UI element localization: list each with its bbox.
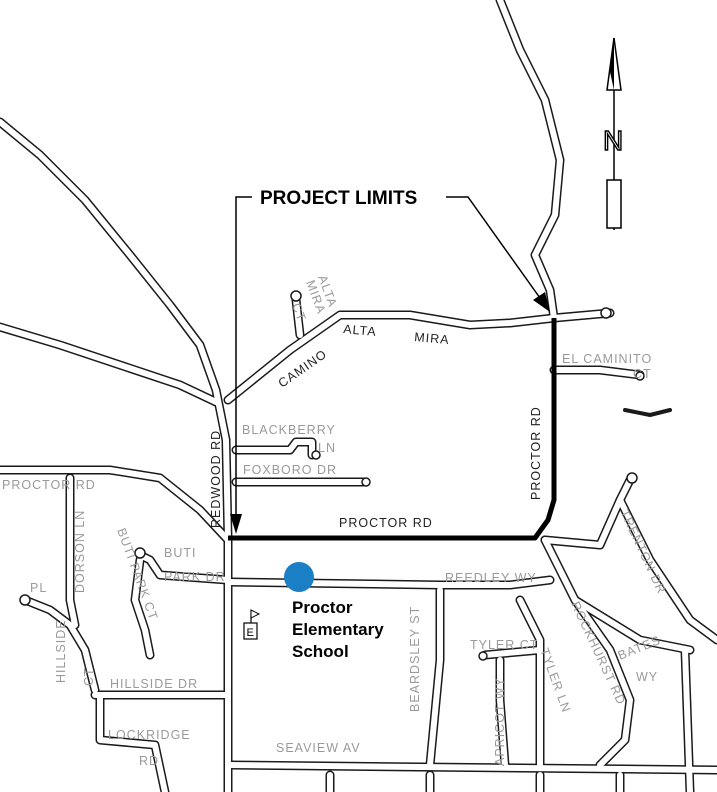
street-label-buti: BUTI	[164, 546, 196, 560]
street-label-seaview-av: SEAVIEW AV	[276, 741, 361, 755]
street-label-reedley-wy: REEDLEY WY	[445, 571, 537, 585]
left-limit-arrow-icon	[230, 514, 242, 534]
street-label-el-caminito-ct: CT	[633, 367, 652, 381]
street-label-dorson-ln: DORSON LN	[73, 510, 87, 593]
street-label-hillside-dr: HILLSIDE DR	[110, 677, 198, 691]
school-dot-icon	[284, 562, 314, 592]
street-label-el-caminito: EL CAMINITO	[562, 352, 652, 366]
street-label-proctor-rd-bottom: PROCTOR RD	[339, 516, 433, 530]
street-label-proctor-rd-left: PROCTOR RD	[2, 478, 96, 492]
school-name-line3: School	[292, 642, 349, 661]
right-limit-arrow-icon	[533, 292, 550, 312]
school-symbol-icon: E	[243, 609, 261, 640]
street-label-tyler-ct: TYLER CT	[470, 638, 538, 652]
project-limits-title: PROJECT LIMITS	[260, 188, 417, 209]
street-label-mira: MIRA	[414, 330, 450, 347]
north-arrow-icon: N	[602, 37, 624, 230]
street-label-blackberry-ln: LN	[318, 441, 336, 455]
street-label-park-dr: PARK DR	[164, 570, 226, 584]
school-name-line2: Elementary	[292, 620, 384, 639]
street-label-alta: ALTA	[343, 322, 378, 339]
street-label-foxboro-dr: FOXBORO DR	[243, 463, 337, 477]
street-label-blackberry: BLACKBERRY	[242, 423, 336, 437]
project-limits-callout: PROJECT LIMITS	[230, 188, 550, 534]
street-label-proctor-rd-vertical: PROCTOR RD	[529, 406, 543, 500]
street-label-pl: PL	[30, 581, 47, 595]
street-label-bates-wy: WY	[636, 670, 658, 684]
north-label: N	[603, 125, 623, 156]
street-label-trenton-dr: TRENTON DR	[617, 507, 668, 596]
street-label-hillside-ct-suffix: CT	[82, 667, 96, 686]
cul-de-sacs	[19, 290, 645, 661]
street-label-redwood-rd: REDWOOD RD	[209, 430, 223, 528]
street-label-lockridge: LOCKRIDGE	[108, 728, 191, 742]
street-label-hillside-ct: HILLSIDE	[54, 619, 68, 683]
school-symbol-label: E	[247, 627, 254, 639]
street-label-alta-mira-ct-3: CT	[289, 301, 309, 323]
project-route	[228, 318, 557, 541]
street-label-apricot-wy: APRICOT WY	[493, 677, 507, 766]
street-label-beardsley-st: BEARDSLEY ST	[408, 606, 422, 712]
school-name-line1: Proctor	[292, 598, 353, 617]
street-label-lockridge-rd: RD	[139, 754, 159, 768]
